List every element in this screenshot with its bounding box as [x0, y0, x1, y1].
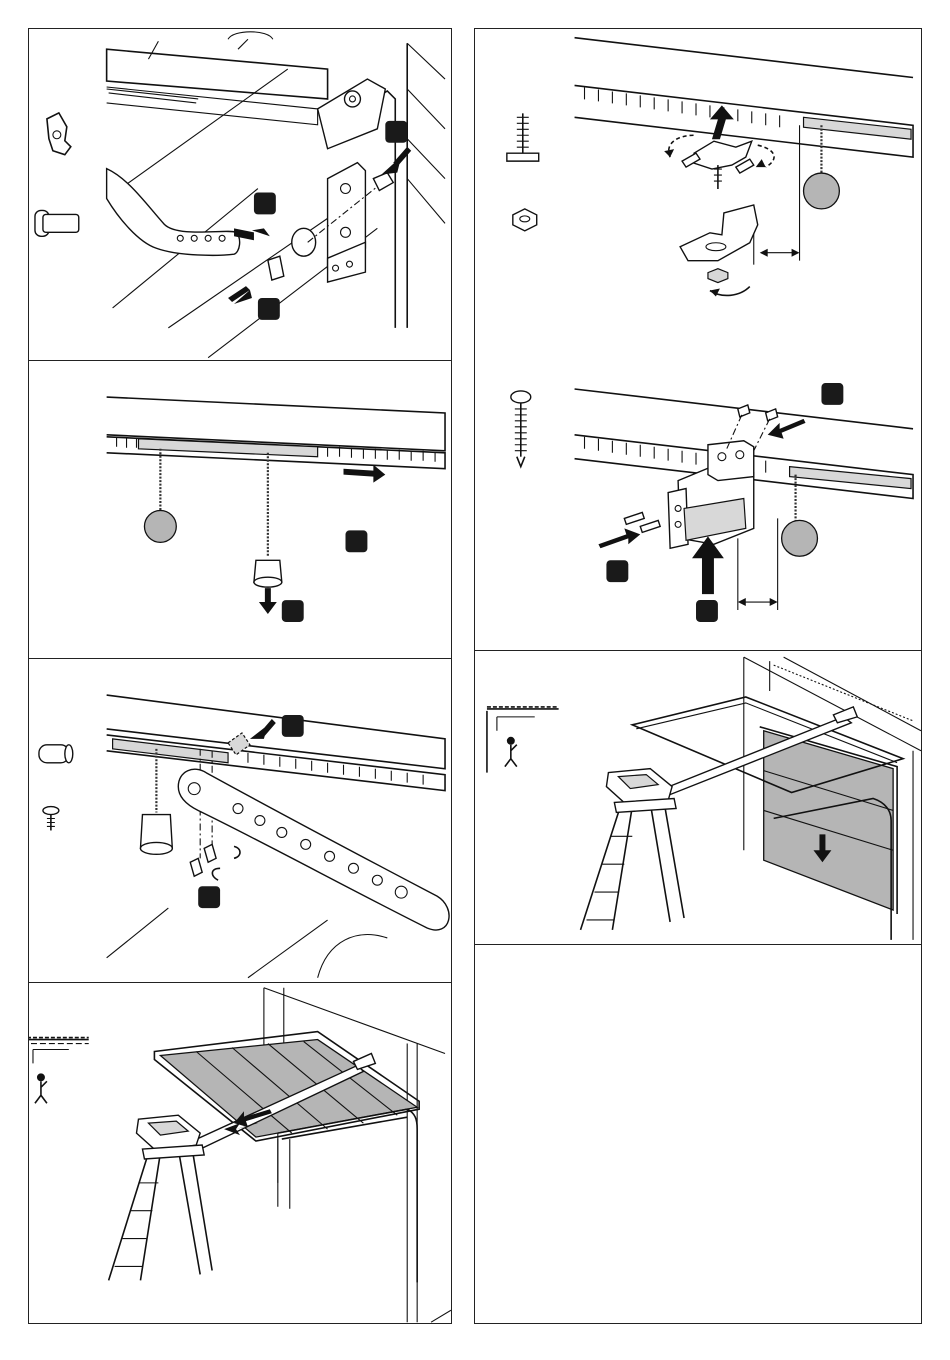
step-release-carriage [29, 361, 451, 659]
pin-icon [35, 210, 79, 236]
illustration-release-carriage [29, 361, 451, 658]
step-attach-arm-to-bracket [29, 29, 451, 361]
sleeve-icon [39, 745, 73, 763]
step-marker-b [282, 600, 304, 622]
right-column [474, 28, 922, 1324]
step-fit-arm-to-carriage [29, 659, 451, 983]
step-blank [475, 945, 921, 1325]
screw-icon [43, 807, 59, 831]
step-marker-b [198, 886, 220, 908]
step-marker-a [282, 715, 304, 737]
step-swing-rail-and-open-door [29, 983, 451, 1325]
illustration-fit-arm [29, 659, 451, 982]
bolt-icon [507, 113, 539, 161]
nut-icon [513, 209, 537, 231]
step-marker-c [696, 600, 718, 622]
step-marker-a [821, 383, 843, 405]
illustration-bolt-bracket [475, 29, 921, 349]
step-lower-door-on-ladder [475, 651, 921, 945]
step-marker-a [254, 193, 276, 215]
clip-icon [47, 113, 71, 155]
illustration-rail-on-ladder [29, 983, 451, 1325]
step-bolt-ceiling-bracket [475, 29, 921, 349]
step-marker-a [346, 530, 368, 552]
illustration-door-on-ladder [475, 651, 921, 944]
step-marker-b [606, 560, 628, 582]
illustration-arm-bracket [29, 29, 451, 360]
step-screw-ceiling-bracket [475, 349, 921, 651]
long-screw-icon [511, 391, 531, 467]
illustration-screw-bracket [475, 349, 921, 650]
ceiling-person-icon [29, 1038, 89, 1112]
left-column [28, 28, 452, 1324]
step-marker-c [258, 298, 280, 320]
ceiling-person-icon [487, 707, 559, 773]
step-marker-b [385, 121, 407, 143]
